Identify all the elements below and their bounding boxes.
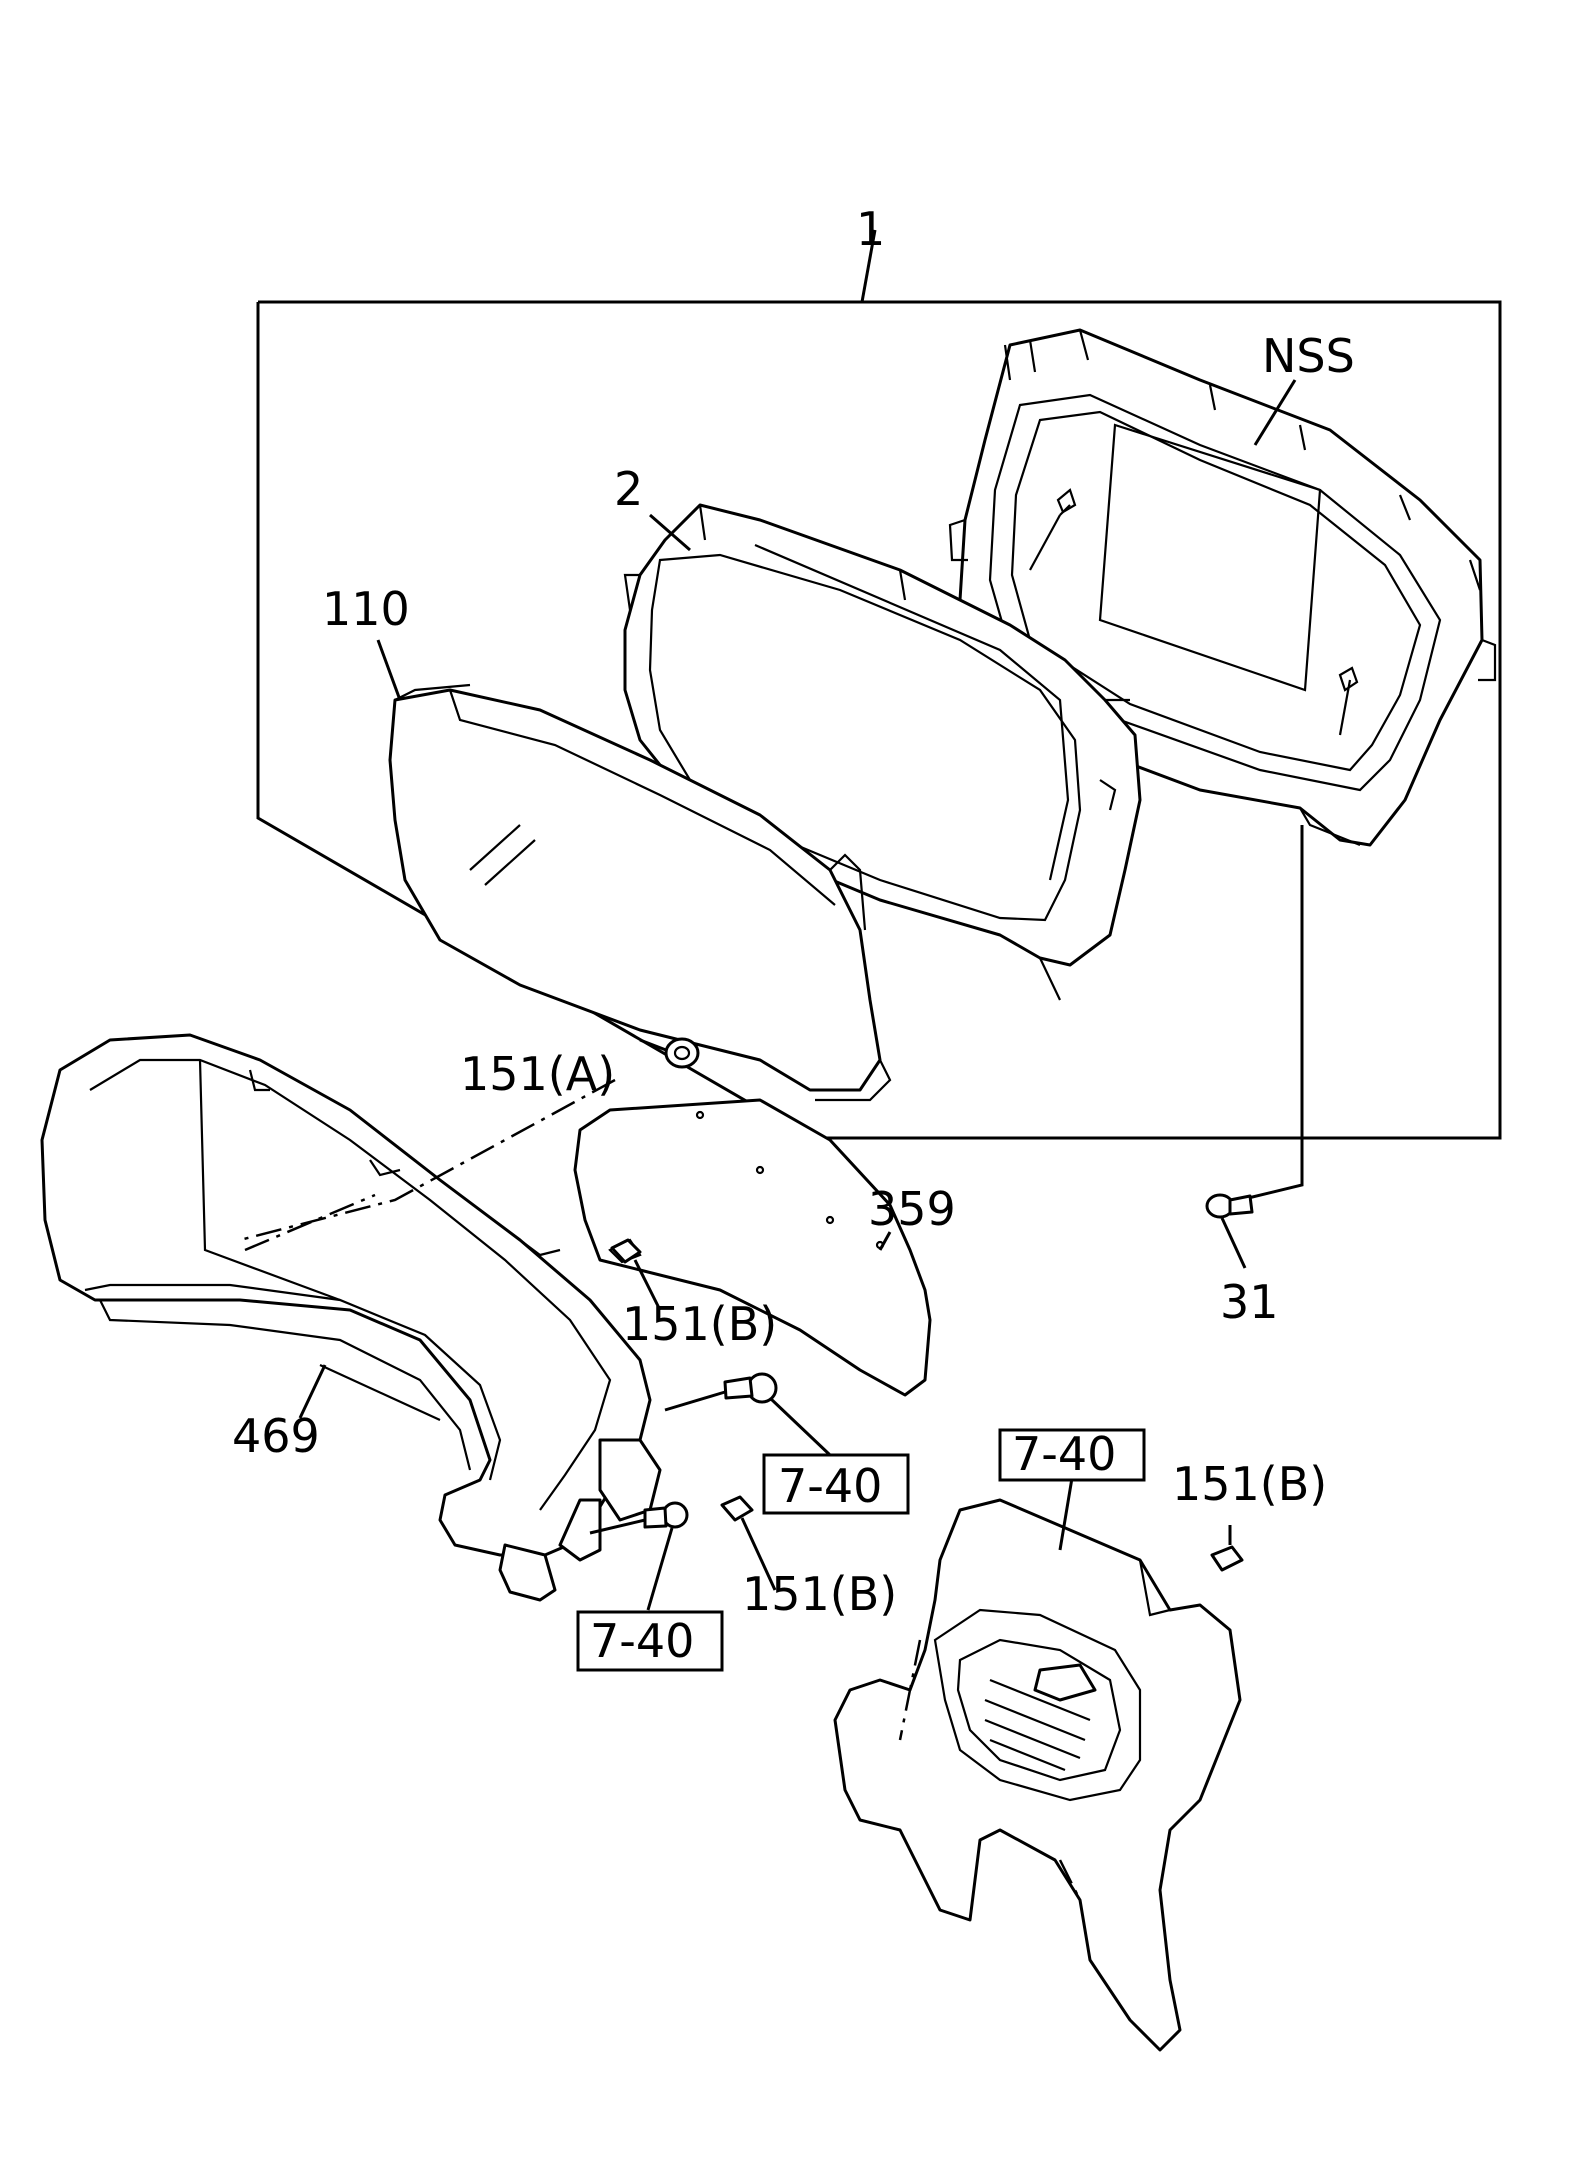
callout-2: 2 [614, 462, 643, 516]
callout-151b-3: 151(B) [742, 1567, 897, 1621]
callout-31: 31 [1220, 1275, 1279, 1329]
ref-7-40-3: 7-40 [590, 1614, 694, 1668]
callout-469: 469 [232, 1409, 320, 1463]
callout-nss: NSS [1262, 329, 1355, 383]
screw-7-40-upper [664, 1372, 832, 1457]
ref-7-40-1: 7-40 [778, 1459, 882, 1513]
ref-box-7-40-1 [762, 1453, 910, 1515]
meter-hood [623, 503, 1142, 1001]
cluster-surround [40, 1033, 662, 1602]
screw-31 [1205, 1193, 1254, 1269]
callout-359: 359 [868, 1182, 956, 1236]
callout-151a: 151(A) [460, 1047, 615, 1101]
callout-151b-1: 151(B) [622, 1297, 777, 1351]
clip-151b-right [1210, 1525, 1244, 1572]
washer-151a [639, 1037, 700, 1069]
cover-panel [573, 1098, 932, 1397]
clip-151b-upper [610, 1238, 662, 1311]
air-vent-panel [833, 1477, 1242, 2052]
ref-box-7-40-3 [576, 1610, 724, 1672]
callout-1: 1 [856, 202, 885, 256]
clip-151b-middle [720, 1495, 777, 1591]
meter-lens [388, 683, 892, 1102]
ref-7-40-2: 7-40 [1012, 1427, 1116, 1481]
ref-box-7-40-2 [998, 1428, 1146, 1482]
callout-110: 110 [322, 582, 410, 636]
assembly-frame [256, 300, 1502, 1140]
callout-151b-2: 151(B) [1172, 1457, 1327, 1511]
screw-7-40-lower [589, 1501, 689, 1611]
